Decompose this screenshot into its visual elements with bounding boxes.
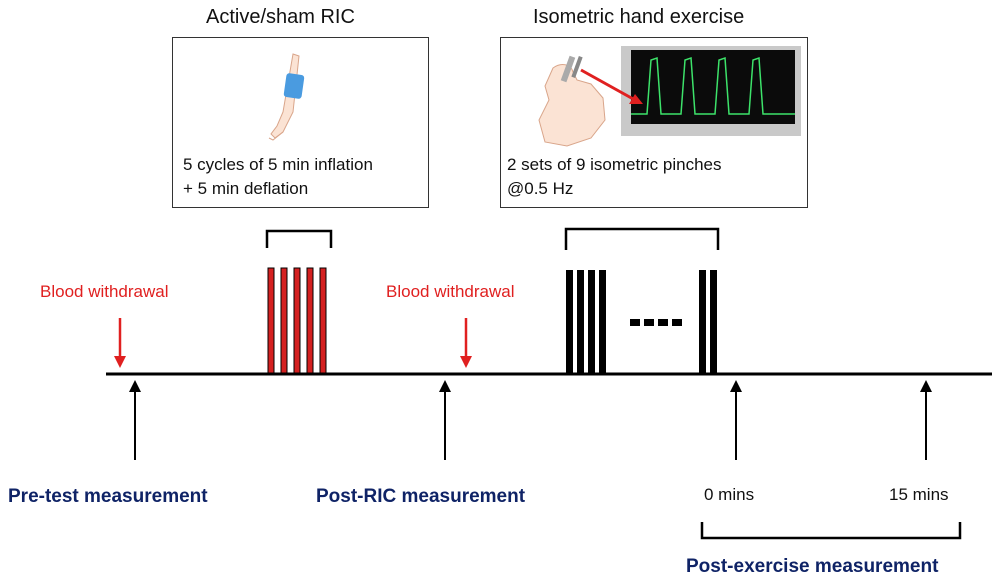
- pinch-bar: [599, 270, 606, 374]
- pinch-bar: [577, 270, 584, 374]
- pinch-bar: [699, 270, 706, 374]
- time-15-mins-label: 15 mins: [889, 485, 949, 504]
- ellipsis-dashes: [630, 319, 682, 326]
- ric-title: Active/sham RIC: [206, 6, 355, 28]
- cuff-icon: [283, 73, 305, 99]
- red-pointer-arrow: [580, 68, 643, 104]
- pinch-bar: [710, 270, 717, 374]
- measurement-arrow-post-ric: [439, 380, 451, 460]
- ric-cycle-bar: [319, 267, 327, 375]
- ric-cycle-bars: [267, 267, 327, 375]
- arm-cuff-illustration: [268, 53, 305, 141]
- time-0-mins-label: 0 mins: [704, 485, 755, 504]
- ric-cycle-bar: [267, 267, 275, 375]
- exercise-title: Isometric hand exercise: [533, 6, 745, 28]
- ric-bracket: [265, 229, 333, 248]
- exercise-description-line1: 2 sets of 9 isometric pinches: [507, 155, 722, 174]
- ric-description-line2: + 5 min deflation: [183, 179, 309, 198]
- blood-withdrawal-arrow-1: [114, 318, 126, 368]
- ric-cycle-bar: [280, 267, 288, 375]
- measurement-arrow-pre-test: [129, 380, 141, 460]
- blood-withdrawal-label-2: Blood withdrawal: [386, 282, 515, 301]
- exercise-bracket: [564, 227, 720, 250]
- blood-withdrawal-label-1: Blood withdrawal: [40, 282, 169, 301]
- exercise-pinch-bars: [566, 270, 717, 374]
- pinch-bar: [566, 270, 573, 374]
- ric-description-line1: 5 cycles of 5 min inflation: [183, 155, 373, 174]
- exercise-box: 2 sets of 9 isometric pinches @0.5 Hz: [500, 37, 808, 208]
- ric-cycle-bar: [306, 267, 314, 375]
- hand-pinch-illustration: [538, 55, 606, 147]
- blood-withdrawal-arrow-2: [460, 318, 472, 368]
- pinch-bar: [588, 270, 595, 374]
- ric-box: 5 cycles of 5 min inflation + 5 min defl…: [172, 37, 429, 208]
- post-ric-measurement-label: Post-RIC measurement: [316, 486, 526, 507]
- post-exercise-measurement-label: Post-exercise measurement: [686, 556, 939, 577]
- post-exercise-bracket: [700, 522, 962, 540]
- ric-cycle-bar: [293, 267, 301, 375]
- measurement-arrow-15-mins: [920, 380, 932, 460]
- pre-test-measurement-label: Pre-test measurement: [8, 486, 208, 507]
- force-trace-monitor: [621, 46, 801, 136]
- exercise-description-line2: @0.5 Hz: [507, 179, 574, 198]
- measurement-arrow-0-mins: [730, 380, 742, 460]
